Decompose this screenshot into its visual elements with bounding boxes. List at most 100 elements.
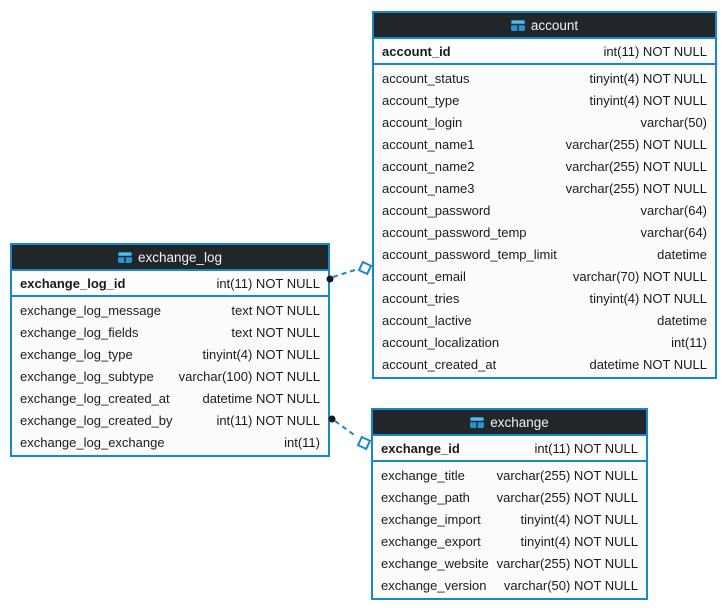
field-name: account_tries (382, 290, 460, 306)
table-account[interactable]: account account_id int(11) NOT NULL acco… (372, 11, 717, 379)
field-row[interactable]: exchange_log_type tinyint(4) NOT NULL (12, 343, 328, 365)
table-icon (470, 416, 485, 428)
field-type: varchar(255) NOT NULL (565, 180, 707, 196)
field-type: varchar(64) (640, 224, 707, 240)
field-row[interactable]: exchange_log_subtype varchar(100) NOT NUL… (12, 365, 328, 387)
field-row[interactable]: account_name1 varchar(255) NOT NULL (374, 133, 715, 155)
field-type: varchar(50) NOT NULL (503, 577, 638, 593)
field-type: datetime (657, 312, 707, 328)
table-exchange-log[interactable]: exchange_log exchange_log_id int(11) NOT… (10, 243, 330, 457)
table-exchange-log-header[interactable]: exchange_log (12, 245, 328, 271)
field-type: int(11) NOT NULL (603, 43, 707, 59)
field-type: tinyint(4) NOT NULL (202, 346, 320, 362)
field-type: tinyint(4) NOT NULL (589, 290, 707, 306)
field-name: account_localization (382, 334, 500, 350)
field-row[interactable]: exchange_log_fields text NOT NULL (12, 321, 328, 343)
table-body: account_status tinyint(4) NOT NULL accoun… (374, 65, 715, 377)
field-row-pk[interactable]: exchange_log_id int(11) NOT NULL (12, 271, 328, 297)
field-type: int(11) NOT NULL (216, 275, 320, 291)
field-row-pk[interactable]: exchange_id int(11) NOT NULL (373, 436, 646, 462)
field-name: exchange_import (381, 511, 481, 527)
field-type: tinyint(4) NOT NULL (520, 533, 638, 549)
field-name: account_id (382, 43, 451, 59)
field-type: int(11) (671, 334, 707, 350)
field-type: varchar(255) NOT NULL (496, 489, 638, 505)
field-name: account_created_at (382, 356, 497, 372)
field-type: int(11) (284, 434, 320, 450)
field-row[interactable]: exchange_log_created_at datetime NOT NULL (12, 387, 328, 409)
field-type: int(11) NOT NULL (534, 440, 638, 456)
table-title: exchange (490, 414, 549, 430)
field-name: exchange_log_created_by (20, 412, 173, 428)
table-exchange-header[interactable]: exchange (373, 410, 646, 436)
field-type: varchar(64) (640, 202, 707, 218)
field-row[interactable]: account_password varchar(64) (374, 199, 715, 221)
field-name: account_name2 (382, 158, 475, 174)
field-name: exchange_log_message (20, 302, 161, 318)
field-name: account_name3 (382, 180, 475, 196)
field-row[interactable]: account_email varchar(70) NOT NULL (374, 265, 715, 287)
field-name: exchange_log_fields (20, 324, 139, 340)
table-account-header[interactable]: account (374, 13, 715, 39)
field-type: datetime NOT NULL (202, 390, 320, 406)
field-row[interactable]: account_status tinyint(4) NOT NULL (374, 67, 715, 89)
field-type: varchar(255) NOT NULL (565, 158, 707, 174)
field-name: exchange_log_id (20, 275, 126, 291)
field-row[interactable]: exchange_title varchar(255) NOT NULL (373, 464, 646, 486)
table-body: exchange_title varchar(255) NOT NULL exch… (373, 462, 646, 598)
field-row[interactable]: account_localization int(11) (374, 331, 715, 353)
field-type: varchar(255) NOT NULL (496, 467, 638, 483)
field-row-pk[interactable]: account_id int(11) NOT NULL (374, 39, 715, 65)
field-row[interactable]: account_tries tinyint(4) NOT NULL (374, 287, 715, 309)
field-name: exchange_log_exchange (20, 434, 165, 450)
field-name: account_type (382, 92, 460, 108)
field-name: account_status (382, 70, 470, 86)
field-name: exchange_path (381, 489, 470, 505)
field-name: exchange_log_type (20, 346, 133, 362)
field-type: varchar(100) NOT NULL (178, 368, 320, 384)
field-type: varchar(70) NOT NULL (572, 268, 707, 284)
field-type: datetime NOT NULL (589, 356, 707, 372)
field-name: account_password_temp_limit (382, 246, 557, 262)
field-row[interactable]: account_name3 varchar(255) NOT NULL (374, 177, 715, 199)
field-name: exchange_export (381, 533, 481, 549)
field-row[interactable]: exchange_log_message text NOT NULL (12, 299, 328, 321)
field-name: account_lactive (382, 312, 472, 328)
field-row[interactable]: account_login varchar(50) (374, 111, 715, 133)
field-row[interactable]: exchange_path varchar(255) NOT NULL (373, 486, 646, 508)
field-type: varchar(255) NOT NULL (496, 555, 638, 571)
field-name: exchange_log_created_at (20, 390, 170, 406)
field-name: exchange_title (381, 467, 465, 483)
field-name: exchange_log_subtype (20, 368, 154, 384)
relationship-exchange-log-exchange[interactable] (328, 415, 372, 451)
field-row[interactable]: account_type tinyint(4) NOT NULL (374, 89, 715, 111)
field-name: exchange_id (381, 440, 460, 456)
field-type: tinyint(4) NOT NULL (589, 70, 707, 86)
field-row[interactable]: account_name2 varchar(255) NOT NULL (374, 155, 715, 177)
table-icon (510, 19, 525, 31)
field-type: text NOT NULL (231, 324, 320, 340)
table-exchange[interactable]: exchange exchange_id int(11) NOT NULL ex… (371, 408, 648, 600)
field-type: varchar(50) (640, 114, 707, 130)
field-row[interactable]: exchange_log_exchange int(11) (12, 431, 328, 453)
field-row[interactable]: account_created_at datetime NOT NULL (374, 353, 715, 375)
field-name: account_login (382, 114, 463, 130)
field-row[interactable]: account_lactive datetime (374, 309, 715, 331)
relationship-exchange-log-account[interactable] (326, 260, 373, 283)
field-name: account_password (382, 202, 491, 218)
field-row[interactable]: exchange_export tinyint(4) NOT NULL (373, 530, 646, 552)
field-type: varchar(255) NOT NULL (565, 136, 707, 152)
field-name: account_name1 (382, 136, 475, 152)
field-name: account_email (382, 268, 466, 284)
field-type: tinyint(4) NOT NULL (589, 92, 707, 108)
field-type: text NOT NULL (231, 302, 320, 318)
